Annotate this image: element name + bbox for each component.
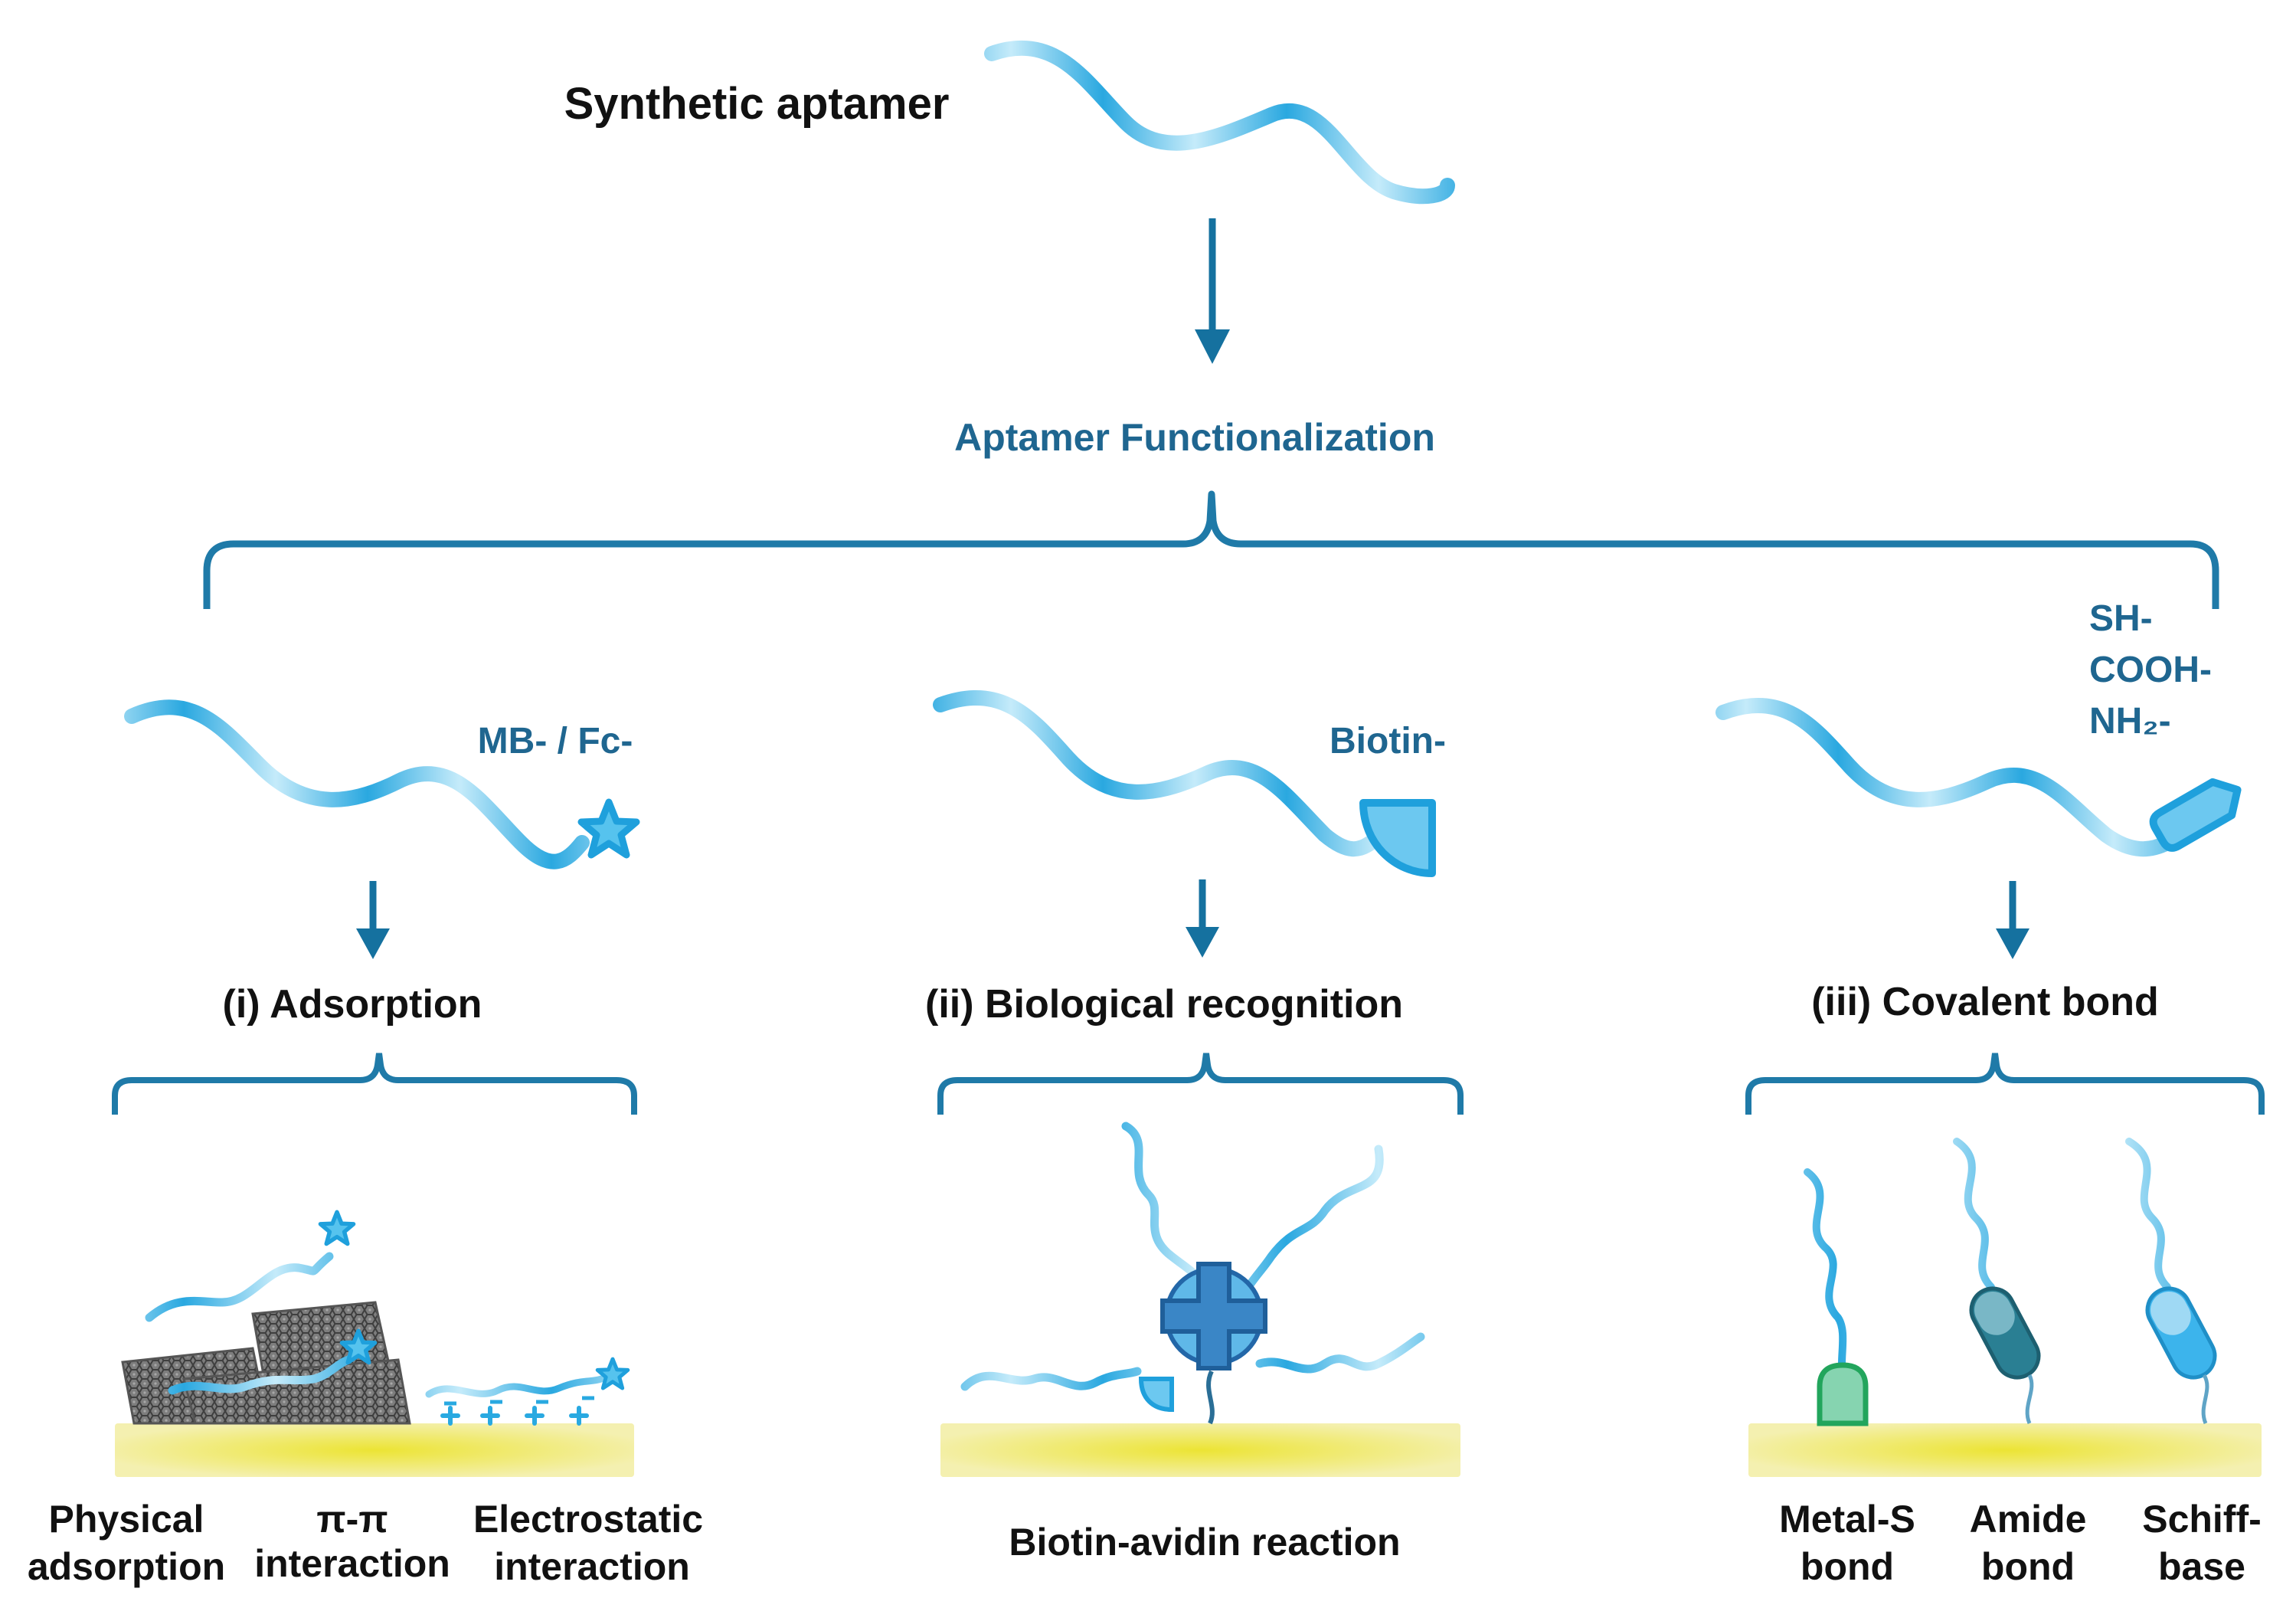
tag-nh2: NH₂- [2089,701,2171,742]
label-physical-adsorption-2: adsorption [28,1545,225,1588]
label-electrostatic-2: interaction [494,1545,690,1588]
label-amide-2: bond [1981,1545,2075,1588]
gold-electrode-adsorption [115,1423,634,1477]
brace-adsorption [112,1053,637,1115]
gold-electrode-covalent [1748,1423,2262,1477]
tag-sh: SH- [2089,598,2153,639]
aptamer-metal-s [1804,1168,1847,1367]
title: Synthetic aptamer [564,79,950,129]
label-metal-s-2: bond [1800,1545,1894,1588]
aptamer-strand-biotin [933,689,1379,857]
functional-group-icon [2149,778,2242,852]
aptamer-strand-covalent [1715,697,2175,857]
biotin-wedge-icon [1359,799,1436,877]
amide-bond-icon [1969,1286,2041,1380]
negative-charges [444,1396,594,1406]
arrow-down-main [1195,218,1230,364]
label-metal-s-1: Metal-S [1779,1498,1915,1541]
avidin-tether [1206,1370,1215,1425]
heading-covalent-bond: (iii) Covalent bond [1811,980,2159,1024]
aptamer-amide [1953,1138,1995,1291]
aptamer-pi-pi [168,1355,353,1395]
label-pi-pi-1: π-π [316,1498,388,1541]
branch-2-tag: Biotin- [1330,721,1446,761]
avidin-icon [1138,1262,1267,1413]
arrow-down-branch-2 [1186,879,1219,958]
center-label: Aptamer Functionalization [954,416,1435,459]
aptamer-schiff [2125,1138,2171,1291]
aptamer-avidin-1 [1121,1122,1211,1292]
label-electrostatic-1: Electrostatic [473,1498,703,1541]
arrow-down-branch-3 [1996,881,2029,959]
branch-1-tag: MB- / Fc- [478,721,633,761]
schiff-base-icon [2145,1286,2217,1380]
label-biotin-avidin: Biotin-avidin reaction [1009,1521,1400,1564]
aptamer-strand-mb [124,699,590,869]
gold-electrode-recognition [940,1423,1460,1477]
label-schiff-2: base [2158,1545,2245,1588]
star-icon-electrostatic [597,1359,628,1388]
aptamer-electrostatic [425,1375,605,1398]
label-physical-adsorption-1: Physical [49,1498,204,1541]
aptamer-strand-top [984,40,1455,205]
aptamer-avidin-4 [1255,1332,1425,1374]
heading-adsorption: (i) Adsorption [223,982,482,1027]
aptamer-avidin-3 [960,1367,1142,1391]
aptamer-avidin-2 [1244,1145,1384,1292]
tag-cooh: COOH- [2089,650,2212,690]
arrow-down-branch-1 [356,881,390,959]
metal-s-bond-icon [1817,1362,1869,1426]
heading-biological-recognition: (ii) Biological recognition [925,982,1403,1027]
brace-recognition [937,1053,1464,1115]
mb-star-icon [581,802,636,855]
label-amide-1: Amide [1970,1498,2087,1541]
branch-3-tag: SH- COOH- NH₂- [2089,598,2212,742]
amide-tether [2025,1374,2034,1424]
label-schiff-1: Schiff- [2142,1498,2262,1541]
aptamer-physical-adsorption [145,1252,334,1322]
brace-covalent [1745,1053,2265,1115]
label-pi-pi-2: interaction [254,1542,450,1585]
schiff-tether [2201,1374,2209,1424]
positive-charges [440,1406,589,1426]
main-brace [203,490,2219,609]
star-icon-physical [320,1212,353,1243]
